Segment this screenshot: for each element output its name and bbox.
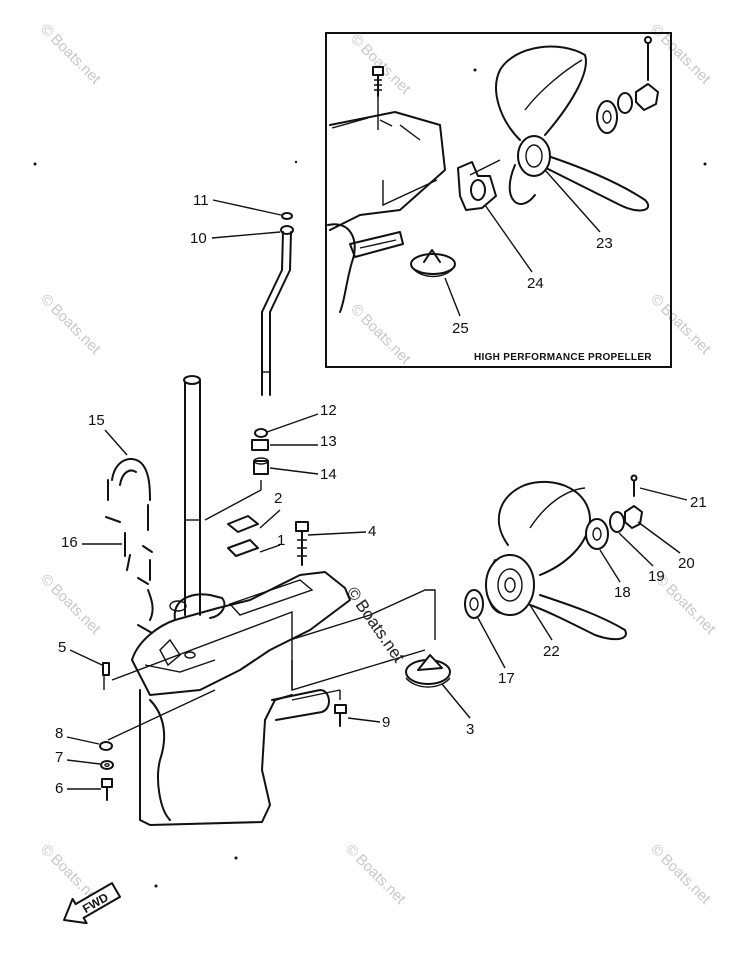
bolt-9	[334, 704, 347, 727]
callout-14: 14	[320, 466, 337, 483]
callout-10: 10	[190, 230, 207, 247]
lower-unit-housing	[131, 571, 351, 826]
callout-21: 21	[690, 494, 707, 511]
watermark: ©Boats.net	[647, 291, 714, 358]
nut	[251, 439, 269, 451]
callout-6: 6	[55, 780, 63, 797]
callout-5: 5	[58, 639, 66, 656]
callout-18: 18	[614, 584, 631, 601]
callout-11: 11	[193, 192, 209, 209]
watermark-main: ©Boats.net	[343, 583, 409, 666]
callout-24: 24	[527, 275, 544, 292]
anode-3	[405, 654, 451, 688]
watermark: ©Boats.net	[37, 571, 104, 638]
shift-rod-assembly	[204, 212, 294, 521]
bolt-4	[295, 521, 309, 566]
inset-anode	[410, 249, 456, 278]
drive-shaft	[183, 375, 201, 616]
high-performance-propeller-inset: HIGH PERFORMANCE PROPELLER	[325, 32, 672, 368]
callout-16: 16	[61, 534, 78, 551]
cover-plates	[227, 509, 281, 557]
watermark: ©Boats.net	[647, 841, 714, 908]
washer-7	[100, 760, 114, 770]
callout-23: 23	[596, 235, 613, 252]
bolt-6	[101, 778, 113, 801]
callout-15: 15	[88, 412, 105, 429]
callouts: 11 10 12 13 14 15 2 1 4 16 5 8 7 6 9 3 1…	[55, 169, 707, 797]
callout-12: 12	[320, 402, 337, 419]
propeller-22	[485, 480, 627, 641]
watermark: ©Boats.net	[347, 31, 414, 98]
inset-bolt	[372, 66, 384, 97]
inset-title: HIGH PERFORMANCE PROPELLER	[474, 352, 652, 363]
callout-25: 25	[452, 320, 469, 337]
washer-19	[609, 511, 625, 533]
screw-5	[102, 662, 110, 676]
watermark: ©Boats.net	[342, 841, 409, 908]
watermark: ©Boats.net	[37, 21, 104, 88]
spacer-18	[585, 518, 609, 550]
callout-8: 8	[55, 725, 63, 742]
cotter-pin-21	[630, 474, 638, 497]
callout-1: 1	[277, 532, 285, 549]
callout-17: 17	[498, 670, 515, 687]
callout-20: 20	[678, 555, 695, 572]
inset-frame	[325, 32, 672, 368]
callout-9: 9	[382, 714, 390, 731]
callout-2: 2	[274, 490, 282, 507]
watermark: ©Boats.net	[647, 21, 714, 88]
inset-thrust-washer	[457, 161, 497, 211]
callout-13: 13	[320, 433, 337, 450]
inset-propeller	[495, 45, 650, 212]
washer-8	[99, 741, 113, 751]
callout-19: 19	[648, 568, 665, 585]
watermark: ©Boats.net	[347, 301, 414, 368]
thrust-washer-17	[464, 589, 484, 619]
inset-washers-nut-pin	[596, 36, 659, 134]
inset-gearcase-fragment	[327, 111, 446, 313]
grommet	[254, 428, 268, 438]
scan-specks	[33, 68, 707, 888]
nut-20	[624, 505, 643, 529]
callout-3: 3	[466, 721, 474, 738]
water-tube	[105, 458, 154, 634]
watermark: ©Boats.net	[37, 291, 104, 358]
callout-4: 4	[368, 523, 376, 540]
callout-7: 7	[55, 749, 63, 766]
callout-22: 22	[543, 643, 560, 660]
